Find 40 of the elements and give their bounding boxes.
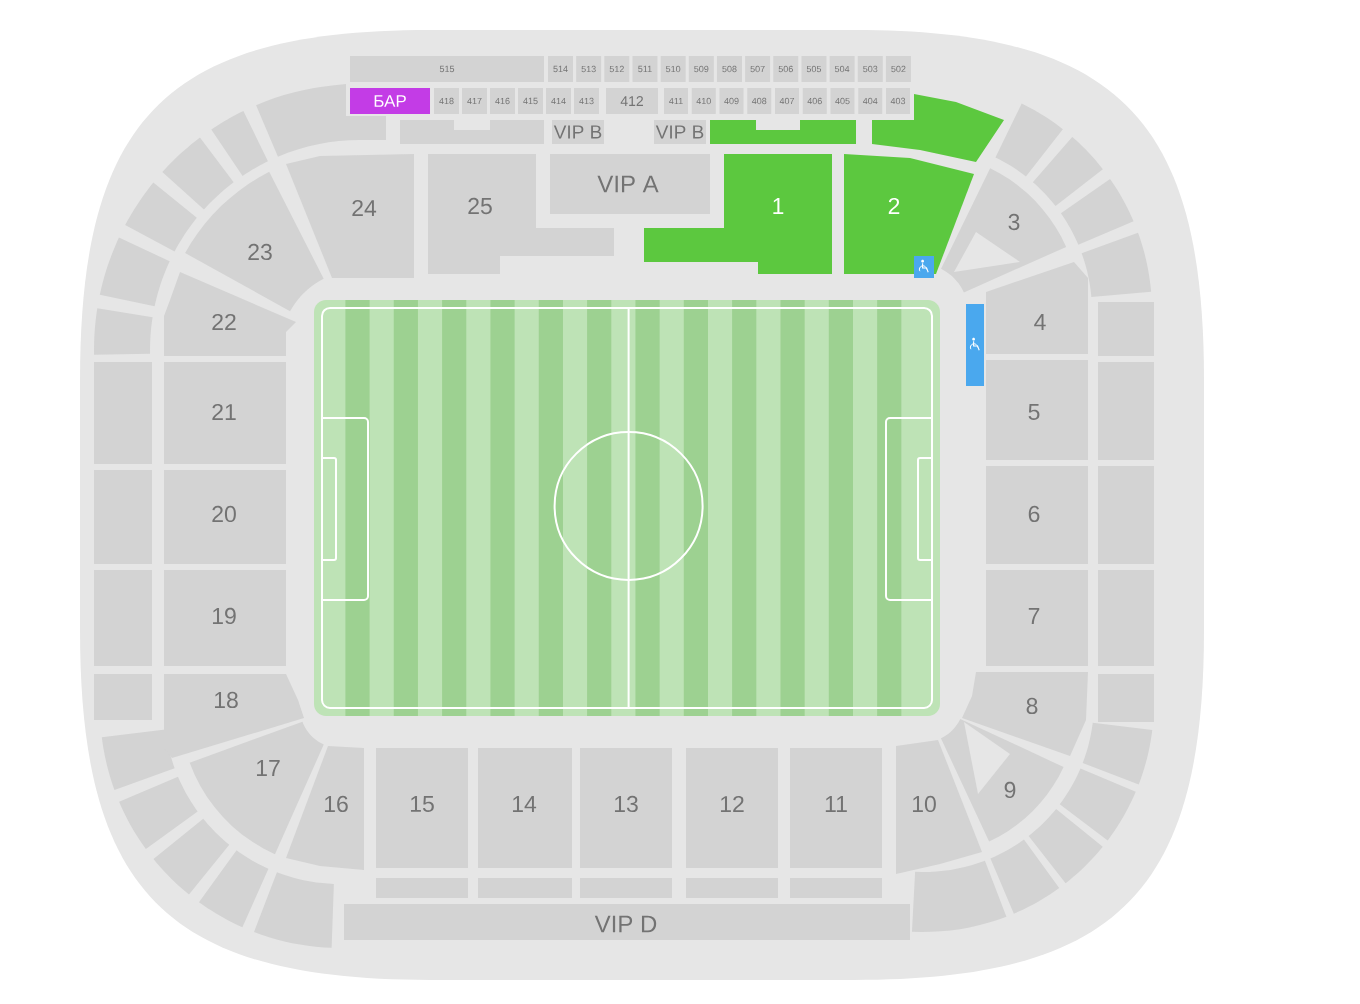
seating-section: 22 <box>164 272 296 356</box>
seating-section: VIP A <box>550 154 710 214</box>
seating-section: 17 <box>189 721 324 855</box>
node-label: 10 <box>912 795 936 813</box>
seating-section: 24 <box>286 154 414 278</box>
node-label: 3 <box>1008 213 1020 231</box>
seating-section: 19 <box>164 570 286 666</box>
node-label: 24 <box>352 199 377 217</box>
node-label: 18 <box>214 691 238 709</box>
node-label: 22 <box>212 313 236 331</box>
seating-section: 20 <box>164 470 286 564</box>
seating-section: VIP B <box>552 120 604 144</box>
seating-section: 15 <box>376 748 468 868</box>
node-label: 17 <box>256 760 280 776</box>
seating-section <box>710 120 856 144</box>
seating-section: 6 <box>986 466 1088 564</box>
node-label: 9 <box>1004 781 1016 799</box>
seating-section: VIP B <box>654 120 706 144</box>
seating-section: 18 <box>164 674 304 758</box>
seating-section: 12 <box>686 748 778 868</box>
seating-section: 16 <box>286 746 364 870</box>
seating-section: 5 <box>986 360 1088 460</box>
seating-section: 14 <box>478 748 572 868</box>
seating-section: 2 <box>844 154 974 274</box>
seating-section: 11 <box>790 748 882 868</box>
seating-section: 21 <box>164 362 286 464</box>
seating-section: 4 <box>986 262 1088 354</box>
seating-section: VIP D <box>344 904 910 940</box>
seating-section: 8 <box>962 672 1088 756</box>
seating-section: 7 <box>986 570 1088 666</box>
seating-section <box>119 776 198 850</box>
seating-section: 13 <box>580 748 672 868</box>
node-label: 23 <box>248 243 272 261</box>
node-label: 16 <box>324 795 348 813</box>
seating-section: 23 <box>185 171 324 312</box>
seating-section <box>153 818 230 895</box>
bar-section: БАР <box>350 88 430 114</box>
seating-section: 10 <box>896 740 982 874</box>
seating-section <box>995 103 1063 177</box>
seating-section <box>101 729 175 791</box>
